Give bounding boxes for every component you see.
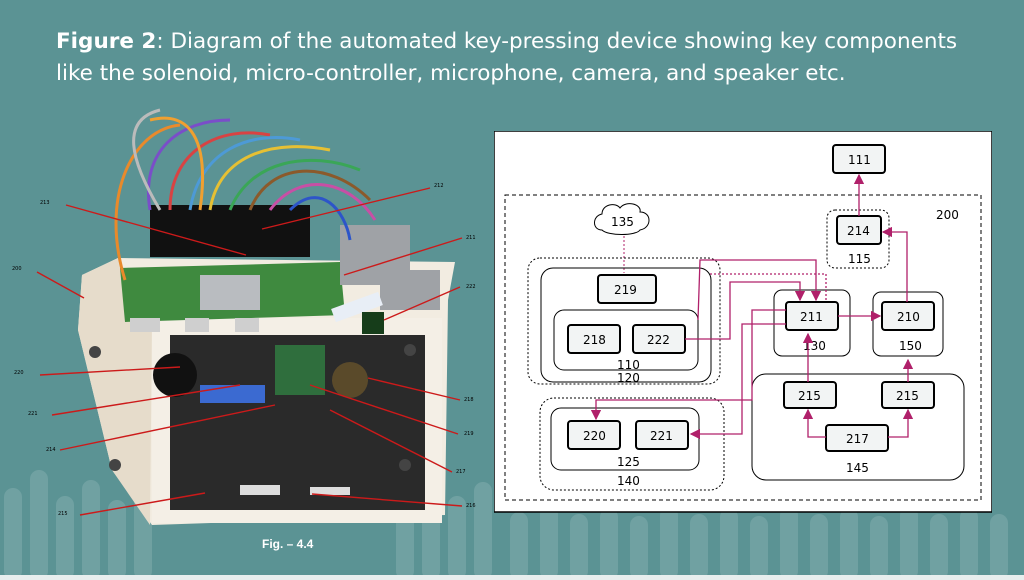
label-200: 200	[936, 208, 959, 222]
photo-label-216: 216	[466, 503, 476, 509]
box-221	[635, 420, 689, 450]
group-110-outer	[540, 267, 712, 383]
figure-caption: Figure 2: Diagram of the automated key-p…	[56, 26, 986, 90]
photo-label-213: 213	[40, 200, 50, 206]
box-215a	[783, 381, 837, 409]
box-220	[567, 420, 621, 450]
photo-label-217: 217	[456, 469, 466, 475]
box-111	[832, 144, 886, 174]
label-135: 135	[611, 215, 634, 229]
label-219: 219	[614, 283, 637, 297]
label-130: 130	[803, 339, 826, 353]
device-photo	[36, 108, 463, 525]
label-150: 150	[899, 339, 922, 353]
photo-label-222: 222	[466, 284, 476, 290]
group-145	[751, 373, 965, 481]
group-115	[826, 209, 890, 269]
box-219	[597, 274, 657, 304]
box-218	[567, 324, 621, 354]
group-120	[527, 257, 721, 385]
label-218: 218	[583, 333, 606, 347]
label-220: 220	[583, 429, 606, 443]
group-110	[553, 309, 699, 371]
photo-label-219: 219	[464, 431, 474, 437]
box-210	[881, 301, 935, 331]
label-217: 217	[846, 432, 869, 446]
label-120: 120	[617, 371, 640, 385]
photo-label-212: 212	[434, 183, 444, 189]
label-110: 110	[617, 358, 640, 372]
photo-label-211: 211	[466, 235, 476, 241]
label-210: 210	[897, 310, 920, 324]
photo-label-220: 220	[14, 370, 24, 376]
label-125: 125	[617, 455, 640, 469]
label-111: 111	[848, 153, 871, 167]
group-130	[773, 289, 851, 357]
box-217	[825, 424, 889, 452]
label-145: 145	[846, 461, 869, 475]
group-150	[872, 291, 944, 357]
photo-label-200: 200	[12, 266, 22, 272]
label-211: 211	[800, 310, 823, 324]
group-200	[504, 194, 982, 501]
label-221: 221	[650, 429, 673, 443]
cloud-135	[594, 203, 650, 235]
photo-label-214: 214	[46, 447, 56, 453]
figure-number-label: Fig. – 4.4	[262, 537, 314, 551]
caption-bold: Figure 2	[56, 29, 157, 54]
photo-label-218: 218	[464, 397, 474, 403]
label-222: 222	[647, 333, 670, 347]
photo-label-221: 221	[28, 411, 38, 417]
label-140: 140	[617, 474, 640, 488]
block-diagram: 200 111 214 115 135 219 218 222 110 120 …	[494, 131, 992, 513]
caption-text: : Diagram of the automated key-pressing …	[56, 29, 958, 86]
label-115: 115	[848, 252, 871, 266]
label-214: 214	[847, 224, 870, 238]
group-140	[539, 397, 725, 491]
connector-arrows	[590, 173, 914, 440]
label-215b: 215	[896, 389, 919, 403]
photo-label-215: 215	[58, 511, 68, 517]
label-215a: 215	[798, 389, 821, 403]
